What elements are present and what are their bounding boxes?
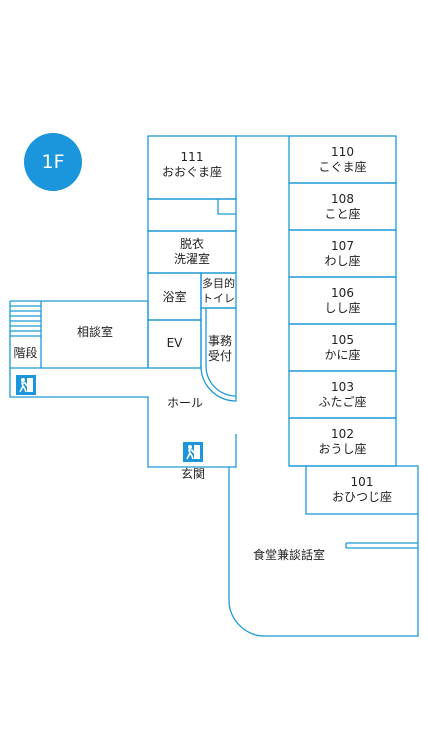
room-number: 107 (331, 239, 354, 253)
room-name: こぐま座 (318, 160, 367, 174)
room-102-label[interactable]: 102 おうし座 (289, 427, 396, 457)
room-101-label[interactable]: 101 おひつじ座 (306, 475, 418, 505)
room-number: 111 (180, 150, 204, 164)
stairs-label: 階段 (13, 346, 38, 360)
office-outline (200, 307, 237, 402)
room-101-outline (305, 465, 419, 515)
room-105-label[interactable]: 105 かに座 (289, 333, 396, 363)
room-number: 110 (331, 145, 354, 159)
floor-badge: 1F (24, 133, 82, 191)
room-106-label[interactable]: 106 しし座 (289, 286, 396, 316)
dining-outline (228, 467, 419, 637)
room-number: 102 (331, 427, 354, 441)
room-108-label[interactable]: 108 こと座 (289, 192, 396, 222)
room-number: 103 (331, 380, 354, 394)
hall-label: ホール (166, 396, 203, 410)
room-name: おひつじ座 (331, 490, 392, 504)
room-name: しし座 (324, 301, 361, 315)
room-name: かに座 (324, 348, 361, 362)
entrance-label: 玄関 (180, 467, 205, 481)
room-number: 108 (331, 192, 354, 206)
storage-outline (147, 198, 237, 232)
room-number: 105 (331, 333, 354, 347)
emergency-exit-icon (183, 442, 203, 462)
room-name: こと座 (324, 207, 361, 221)
room-107-label[interactable]: 107 わし座 (289, 239, 396, 269)
room-number: 106 (331, 286, 354, 300)
room-110-label[interactable]: 110 こぐま座 (289, 145, 396, 175)
ev-label: EV (166, 336, 183, 350)
room-name: おうし座 (318, 442, 367, 456)
dining-label: 食堂兼談話室 (252, 548, 325, 562)
toilet-label: 多目的 トイレ (202, 277, 235, 305)
consult-room-label: 相談室 (76, 325, 113, 339)
room-name: おおぐま座 (161, 165, 222, 179)
bath-label: 浴室 (162, 290, 187, 304)
emergency-exit-icon (16, 375, 36, 395)
room-111-label: 111 おおぐま座 (148, 150, 236, 180)
office-label: 事務 受付 (207, 334, 232, 363)
room-number: 101 (350, 475, 374, 489)
stairs-steps (10, 301, 148, 369)
room-name: ふたご座 (318, 395, 367, 409)
dressing-room-label: 脱衣 洗濯室 (173, 237, 210, 266)
room-103-label[interactable]: 103 ふたご座 (289, 380, 396, 410)
room-name: わし座 (324, 254, 361, 268)
